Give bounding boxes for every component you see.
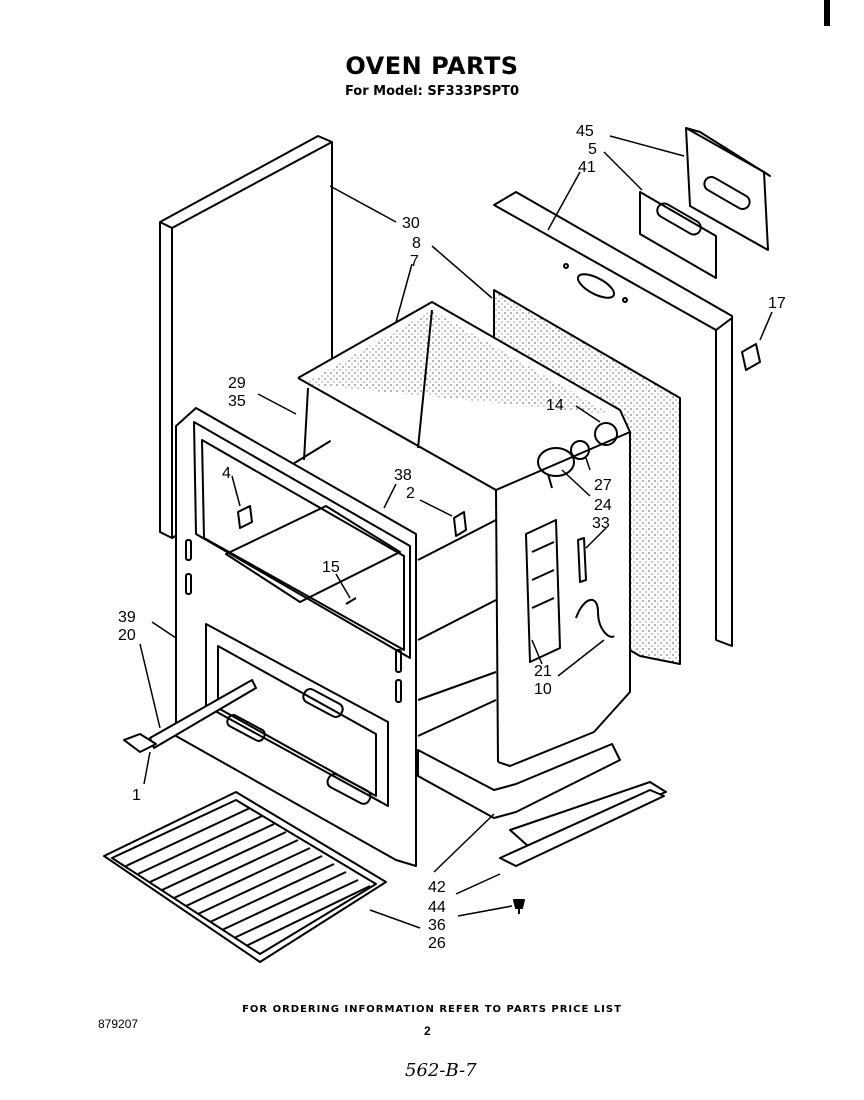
element-part-20 [123, 679, 257, 753]
callout-17: 17 [768, 295, 786, 312]
callout-21: 21 [534, 663, 552, 680]
callout-5: 5 [588, 141, 597, 158]
handwritten-note: 562-B-7 [405, 1060, 477, 1081]
callout-41: 41 [578, 159, 596, 176]
leader-lines [139, 135, 773, 929]
callout-7: 7 [410, 253, 419, 270]
callout-45: 45 [576, 123, 594, 140]
callout-8: 8 [412, 235, 421, 252]
document-number: 879207 [98, 1017, 139, 1031]
callout-1: 1 [132, 787, 141, 804]
callout-15: 15 [322, 559, 340, 576]
callout-2: 2 [406, 485, 415, 502]
callout-33: 33 [592, 515, 610, 532]
clip-part-17 [741, 343, 761, 371]
callout-38: 38 [394, 467, 412, 484]
bottom-rail-part-42 [417, 743, 667, 867]
callout-20: 20 [118, 627, 136, 644]
scan-edge-mark [824, 0, 830, 26]
oven-cavity-part-7 [297, 301, 631, 767]
vent-bracket-part-45 [685, 127, 771, 251]
callout-29: 29 [228, 375, 246, 392]
callout-30: 30 [402, 215, 420, 232]
callout-39: 39 [118, 609, 136, 626]
ordering-note: FOR ORDERING INFORMATION REFER TO PARTS … [242, 1004, 622, 1015]
callout-10: 10 [534, 681, 552, 698]
callout-26: 26 [428, 935, 446, 952]
callout-27: 27 [594, 477, 612, 494]
page-number: 2 [424, 1024, 431, 1038]
model-subtitle: For Model: SF333PSPT0 [344, 84, 520, 99]
callout-14: 14 [546, 397, 564, 414]
bracket-part-2 [453, 511, 467, 537]
vent-plate-part-5 [639, 191, 717, 279]
callout-44: 44 [428, 899, 446, 916]
rear-panel-part-41 [493, 191, 733, 647]
bracket-part-4 [237, 505, 253, 529]
exploded-oven-diagram: 45 5 41 30 8 7 17 29 35 14 27 24 33 4 38… [103, 123, 786, 963]
oven-rack-part-26 [103, 791, 387, 963]
callout-36: 36 [428, 917, 446, 934]
callout-35: 35 [228, 393, 246, 410]
page-title: OVEN PARTS [345, 52, 519, 80]
callout-42: 42 [428, 879, 446, 896]
callout-4: 4 [222, 465, 231, 482]
screw-part-36 [513, 899, 525, 914]
bake-plate-part-15 [225, 505, 401, 605]
callout-24: 24 [594, 497, 612, 514]
